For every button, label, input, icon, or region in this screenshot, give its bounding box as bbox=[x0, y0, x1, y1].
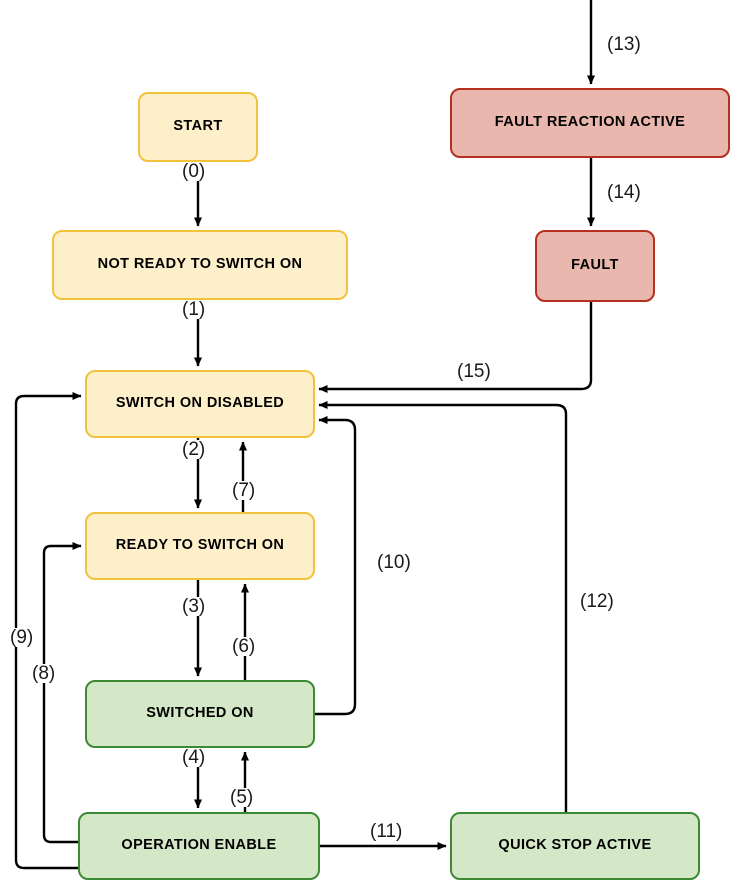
transition-label-1: (1) bbox=[180, 299, 208, 320]
transition-label-6: (6) bbox=[230, 636, 258, 657]
state-label-operation-enable: OPERATION ENABLE bbox=[121, 837, 277, 854]
transition-path-8 bbox=[42, 542, 82, 844]
state-label-fault-reaction-active: FAULT REACTION ACTIVE bbox=[494, 114, 686, 131]
state-label-switched-on: SWITCHED ON bbox=[146, 705, 254, 722]
transition-path-12 bbox=[318, 401, 568, 812]
state-label-fault: FAULT bbox=[571, 257, 619, 274]
transition-label-4: (4) bbox=[180, 747, 208, 768]
transition-label-7: (7) bbox=[230, 480, 258, 501]
state-node-ready-to-switch-on[interactable]: READY TO SWITCH ON bbox=[85, 512, 315, 580]
state-node-fault-reaction-active[interactable]: FAULT REACTION ACTIVE bbox=[450, 88, 730, 158]
state-label-switch-on-disabled: SWITCH ON DISABLED bbox=[115, 395, 285, 412]
transition-label-12: (12) bbox=[578, 591, 616, 612]
transition-label-9: (9) bbox=[8, 627, 36, 648]
transition-label-5: (5) bbox=[228, 787, 256, 808]
transition-label-0: (0) bbox=[180, 161, 208, 182]
state-node-not-ready-to-switch-on[interactable]: NOT READY TO SWITCH ON bbox=[52, 230, 348, 300]
transition-label-10: (10) bbox=[375, 552, 413, 573]
transition-label-15: (15) bbox=[455, 361, 493, 382]
state-node-start[interactable]: START bbox=[138, 92, 258, 162]
state-node-quick-stop-active[interactable]: QUICK STOP ACTIVE bbox=[450, 812, 700, 880]
state-node-fault[interactable]: FAULT bbox=[535, 230, 655, 302]
state-node-switched-on[interactable]: SWITCHED ON bbox=[85, 680, 315, 748]
transition-label-3: (3) bbox=[180, 596, 208, 617]
state-label-ready-to-switch-on: READY TO SWITCH ON bbox=[115, 537, 285, 554]
transition-path-10 bbox=[315, 416, 357, 716]
transition-label-11: (11) bbox=[368, 821, 405, 842]
transition-label-8: (8) bbox=[30, 663, 58, 684]
transition-label-14: (14) bbox=[605, 182, 643, 203]
state-label-not-ready-to-switch-on: NOT READY TO SWITCH ON bbox=[97, 256, 303, 273]
transition-label-13: (13) bbox=[605, 34, 643, 55]
state-node-switch-on-disabled[interactable]: SWITCH ON DISABLED bbox=[85, 370, 315, 438]
state-label-quick-stop-active: QUICK STOP ACTIVE bbox=[498, 837, 652, 854]
state-label-start: START bbox=[173, 118, 223, 135]
state-node-operation-enable[interactable]: OPERATION ENABLE bbox=[78, 812, 320, 880]
transition-label-2: (2) bbox=[180, 439, 208, 460]
